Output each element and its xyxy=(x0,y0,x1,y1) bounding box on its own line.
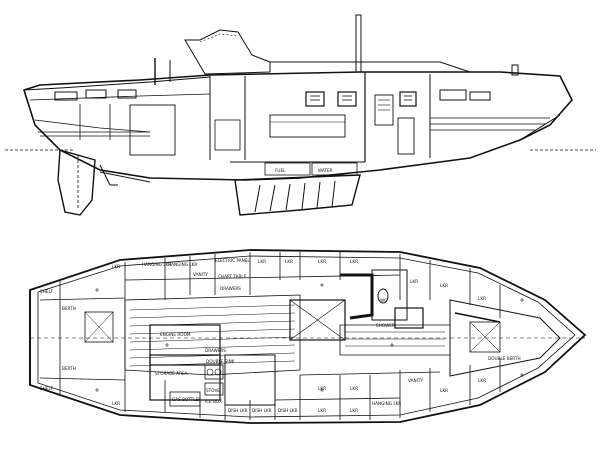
label-locker-bot-3: LKR xyxy=(350,408,358,413)
port-1 xyxy=(54,91,78,101)
keel-bolt-6 xyxy=(331,180,336,208)
label-dish-locker-2: DISH LKR xyxy=(252,408,272,413)
label-locker-fwd-5: LKR xyxy=(478,378,486,383)
keel-bolt-1 xyxy=(254,184,261,213)
fuel-tank xyxy=(264,162,311,176)
label-hanging-locker-3: HANGING LKR xyxy=(372,401,401,406)
profile-hull-outline xyxy=(22,71,573,181)
profile-view: FUEL WATER xyxy=(5,14,596,216)
label-locker-bot-2: LKR xyxy=(318,408,326,413)
hatch-fwd xyxy=(469,321,501,353)
label-shelf-port: SHELF xyxy=(40,289,54,294)
label-storage-area: STORAGE AREA xyxy=(155,371,188,376)
storage-area-box xyxy=(149,354,221,401)
bow-fitting xyxy=(511,64,519,76)
sheer-line xyxy=(23,76,211,91)
water-tank xyxy=(311,162,358,176)
label-locker-fwd-3: LKR xyxy=(478,296,486,301)
label-engine-room: ENGINE ROOM xyxy=(160,332,191,337)
plan-hull-outline xyxy=(29,249,587,424)
dodger xyxy=(184,29,271,75)
label-hanging-locker-2: HANGING LKR xyxy=(168,262,197,267)
gas-bottles-box xyxy=(169,391,201,407)
label-shelf-stbd: SHELF xyxy=(40,386,54,391)
label-locker-bot-5: LKR xyxy=(350,386,358,391)
label-locker-fwd-4: LKR xyxy=(440,388,448,393)
settee xyxy=(269,114,346,138)
label-ice-box: ICE BOX xyxy=(205,399,222,404)
mast xyxy=(355,14,362,73)
locker-grid xyxy=(39,252,501,420)
plus-marks xyxy=(95,283,524,392)
deck-line xyxy=(29,93,211,101)
engine-room-box xyxy=(149,324,221,366)
shower-pan xyxy=(394,307,424,329)
double-sink-box xyxy=(204,364,224,380)
label-double-sink: DOUBLE SINK xyxy=(206,359,235,364)
saloon-table xyxy=(289,299,346,341)
keel-bolt-3 xyxy=(285,183,291,211)
rudder xyxy=(57,149,96,216)
label-berth-aft-port: BERTH xyxy=(62,306,76,311)
label-locker-aft-1: LKR xyxy=(112,264,120,269)
keel-bolt-4 xyxy=(301,182,306,210)
label-vanity-aft: VANITY xyxy=(193,272,208,277)
label-dish-locker-1: DISH LKR xyxy=(228,408,248,413)
label-double-berth: DOUBLE BERTH xyxy=(488,356,521,361)
label-drawers-1: DRAWERS xyxy=(220,286,241,291)
cabin-top xyxy=(270,61,471,73)
fuel-label: FUEL xyxy=(275,168,286,173)
keel-bolt-5 xyxy=(316,181,321,209)
engine-block xyxy=(129,104,176,156)
label-drawers-2: DRAWERS xyxy=(205,348,226,353)
bow-line xyxy=(519,114,561,141)
label-berth-aft-stbd: BERTH xyxy=(62,366,76,371)
label-locker-fwd-2: LKR xyxy=(440,283,448,288)
window-2 xyxy=(337,91,357,107)
window-5 xyxy=(469,91,491,101)
v-berth xyxy=(449,299,561,377)
label-hanging-locker-1: HANGING LKR xyxy=(142,262,171,267)
galley-cabinet xyxy=(214,119,241,151)
label-locker-top-3: LKR xyxy=(318,259,326,264)
label-locker-top-2: LKR xyxy=(285,259,293,264)
window-1 xyxy=(305,91,325,107)
plan-view: SHELF LKR HANGING LKR HANGING LKR VANITY… xyxy=(29,249,587,424)
label-wc: WC xyxy=(380,298,387,303)
label-chart-table: CHART TABLE xyxy=(218,274,247,279)
v-berth-edge xyxy=(454,312,501,323)
cockpit-floor xyxy=(34,119,151,133)
port-2 xyxy=(85,89,107,99)
water-label: WATER xyxy=(318,168,333,173)
window-4 xyxy=(439,89,467,101)
keel xyxy=(234,174,361,216)
label-locker-fwd-1: LKR xyxy=(410,279,418,284)
label-electric-panel: ELECTRIC PANEL xyxy=(215,258,250,263)
label-locker-bot-4: LKR xyxy=(318,386,326,391)
label-locker-bot-1: LKR xyxy=(112,401,120,406)
label-shower: SHOWER xyxy=(376,323,395,328)
label-stove: STOVE xyxy=(206,388,220,393)
propeller xyxy=(99,164,118,186)
label-vanity-fwd: VANITY xyxy=(408,378,423,383)
plan-inner-outline xyxy=(37,255,576,418)
keel-bolt-2 xyxy=(269,184,276,212)
dodger-dash xyxy=(199,33,239,43)
stove-box xyxy=(204,382,224,396)
head-compartment xyxy=(371,269,408,321)
label-dish-locker-3: DISH LKR xyxy=(278,408,298,413)
head-door xyxy=(374,94,394,126)
wc-bowl xyxy=(377,288,389,304)
window-3 xyxy=(399,91,417,107)
port-3 xyxy=(117,89,137,99)
label-gas-bottles: GAS BOTTLES xyxy=(172,397,201,402)
locker-door xyxy=(397,117,415,155)
prop-shaft xyxy=(99,171,151,183)
label-locker-top-4: LKR xyxy=(350,259,358,264)
hatch-aft xyxy=(84,311,114,343)
label-locker-top-1: LKR xyxy=(258,259,266,264)
